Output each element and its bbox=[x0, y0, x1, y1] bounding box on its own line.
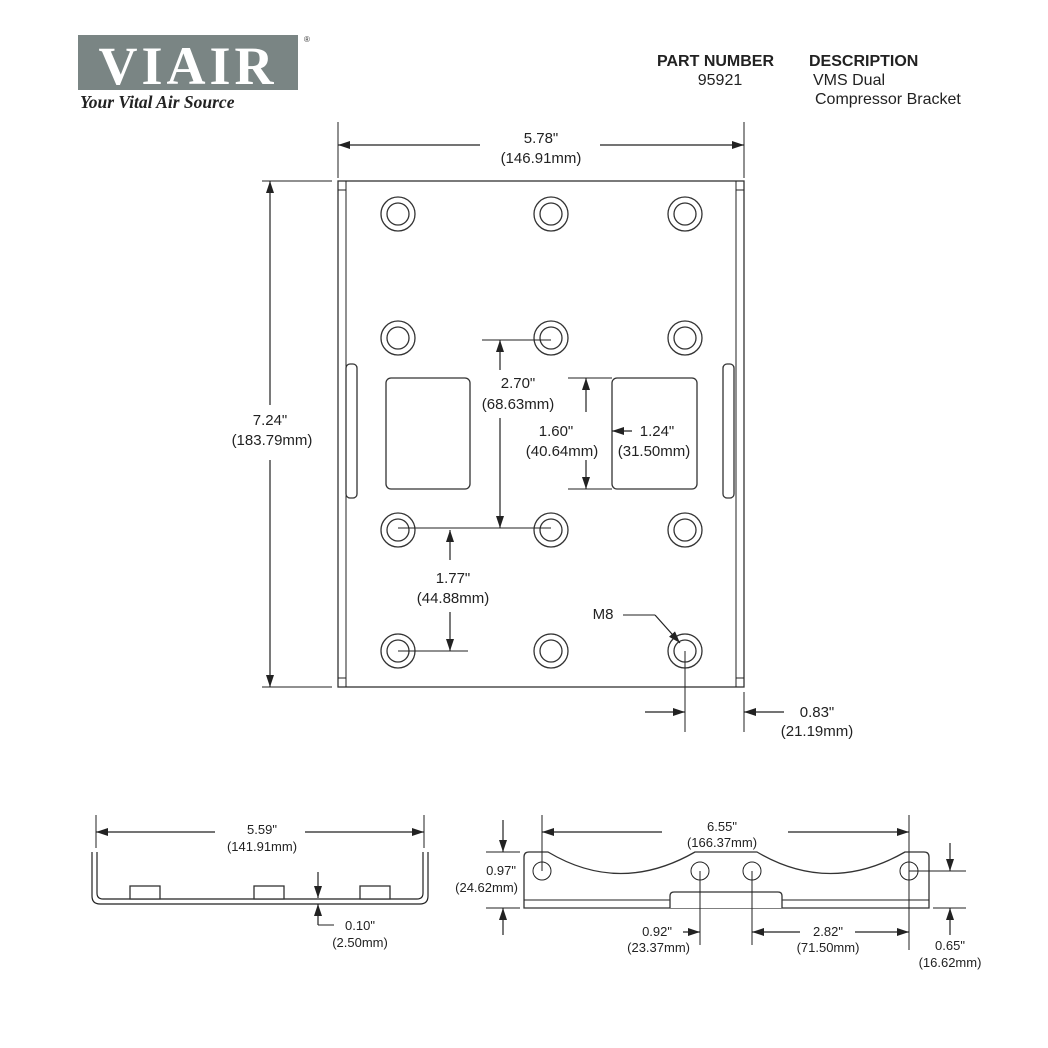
description-label: DESCRIPTION bbox=[809, 53, 918, 70]
mounting-hole bbox=[386, 326, 410, 350]
svg-text:7.24": 7.24" bbox=[253, 412, 288, 429]
part-number-label: PART NUMBER bbox=[657, 53, 774, 70]
mounting-hole bbox=[673, 202, 697, 226]
svg-text:(44.88mm): (44.88mm) bbox=[417, 590, 490, 607]
m8-label: M8 bbox=[593, 606, 614, 623]
svg-text:(141.91mm): (141.91mm) bbox=[227, 839, 297, 854]
mounting-hole bbox=[533, 633, 569, 669]
viair-logo: VIAIR ® Your Vital Air Source bbox=[78, 35, 310, 112]
mounting-hole bbox=[539, 202, 563, 226]
svg-text:(166.37mm): (166.37mm) bbox=[687, 835, 757, 850]
svg-text:0.83": 0.83" bbox=[800, 704, 835, 721]
title-block: PART NUMBER 95921 DESCRIPTION VMS Dual C… bbox=[657, 53, 961, 108]
mounting-hole bbox=[380, 196, 416, 232]
mounting-holes bbox=[380, 196, 703, 669]
svg-text:(183.79mm): (183.79mm) bbox=[232, 432, 313, 449]
mounting-hole bbox=[533, 196, 569, 232]
top-view bbox=[337, 180, 745, 688]
part-number: 95921 bbox=[698, 72, 743, 89]
side-view: 6.55" (166.37mm) 0.97" (24.62mm) 0.92" (… bbox=[455, 815, 981, 970]
svg-text:0.10": 0.10" bbox=[345, 918, 375, 933]
mounting-hole bbox=[667, 196, 703, 232]
mounting-hole bbox=[673, 518, 697, 542]
svg-text:6.55": 6.55" bbox=[707, 819, 737, 834]
mounting-hole bbox=[380, 512, 416, 548]
svg-text:5.59": 5.59" bbox=[247, 822, 277, 837]
svg-text:(71.50mm): (71.50mm) bbox=[797, 940, 860, 955]
svg-text:5.78": 5.78" bbox=[524, 130, 559, 147]
svg-text:(24.62mm): (24.62mm) bbox=[455, 880, 518, 895]
svg-text:(31.50mm): (31.50mm) bbox=[618, 443, 691, 460]
svg-text:0.92": 0.92" bbox=[642, 924, 672, 939]
mounting-hole bbox=[386, 202, 410, 226]
svg-text:(16.62mm): (16.62mm) bbox=[919, 955, 982, 970]
svg-text:(21.19mm): (21.19mm) bbox=[781, 723, 854, 740]
top-view-dimensions: 5.78" (146.91mm) 7.24" (183.79mm) 2.70" … bbox=[232, 122, 854, 740]
description-line2: Compressor Bracket bbox=[815, 91, 961, 108]
svg-text:0.65": 0.65" bbox=[935, 938, 965, 953]
mounting-hole bbox=[533, 512, 569, 548]
mounting-hole bbox=[533, 320, 569, 356]
mounting-hole bbox=[667, 512, 703, 548]
svg-text:1.77": 1.77" bbox=[436, 570, 471, 587]
mounting-hole bbox=[386, 518, 410, 542]
svg-text:Your Vital Air Source: Your Vital Air Source bbox=[80, 92, 235, 112]
svg-text:(2.50mm): (2.50mm) bbox=[332, 935, 388, 950]
mounting-hole bbox=[539, 326, 563, 350]
svg-text:1.24": 1.24" bbox=[640, 423, 675, 440]
mounting-hole bbox=[380, 320, 416, 356]
svg-text:1.60": 1.60" bbox=[539, 423, 574, 440]
svg-text:2.70": 2.70" bbox=[501, 375, 536, 392]
mounting-hole bbox=[667, 320, 703, 356]
svg-text:(146.91mm): (146.91mm) bbox=[501, 150, 582, 167]
mounting-hole bbox=[539, 639, 563, 663]
svg-text:(40.64mm): (40.64mm) bbox=[526, 443, 599, 460]
svg-text:VIAIR: VIAIR bbox=[98, 36, 277, 96]
svg-text:(68.63mm): (68.63mm) bbox=[482, 396, 555, 413]
mounting-hole bbox=[673, 326, 697, 350]
svg-text:®: ® bbox=[304, 35, 310, 44]
svg-text:0.97": 0.97" bbox=[486, 863, 516, 878]
svg-text:(23.37mm): (23.37mm) bbox=[627, 940, 690, 955]
description-line1: VMS Dual bbox=[813, 72, 885, 89]
mounting-hole bbox=[539, 518, 563, 542]
front-view: 5.59" (141.91mm) 0.10" (2.50mm) bbox=[91, 815, 429, 950]
svg-text:2.82": 2.82" bbox=[813, 924, 843, 939]
slot-left bbox=[385, 377, 471, 490]
